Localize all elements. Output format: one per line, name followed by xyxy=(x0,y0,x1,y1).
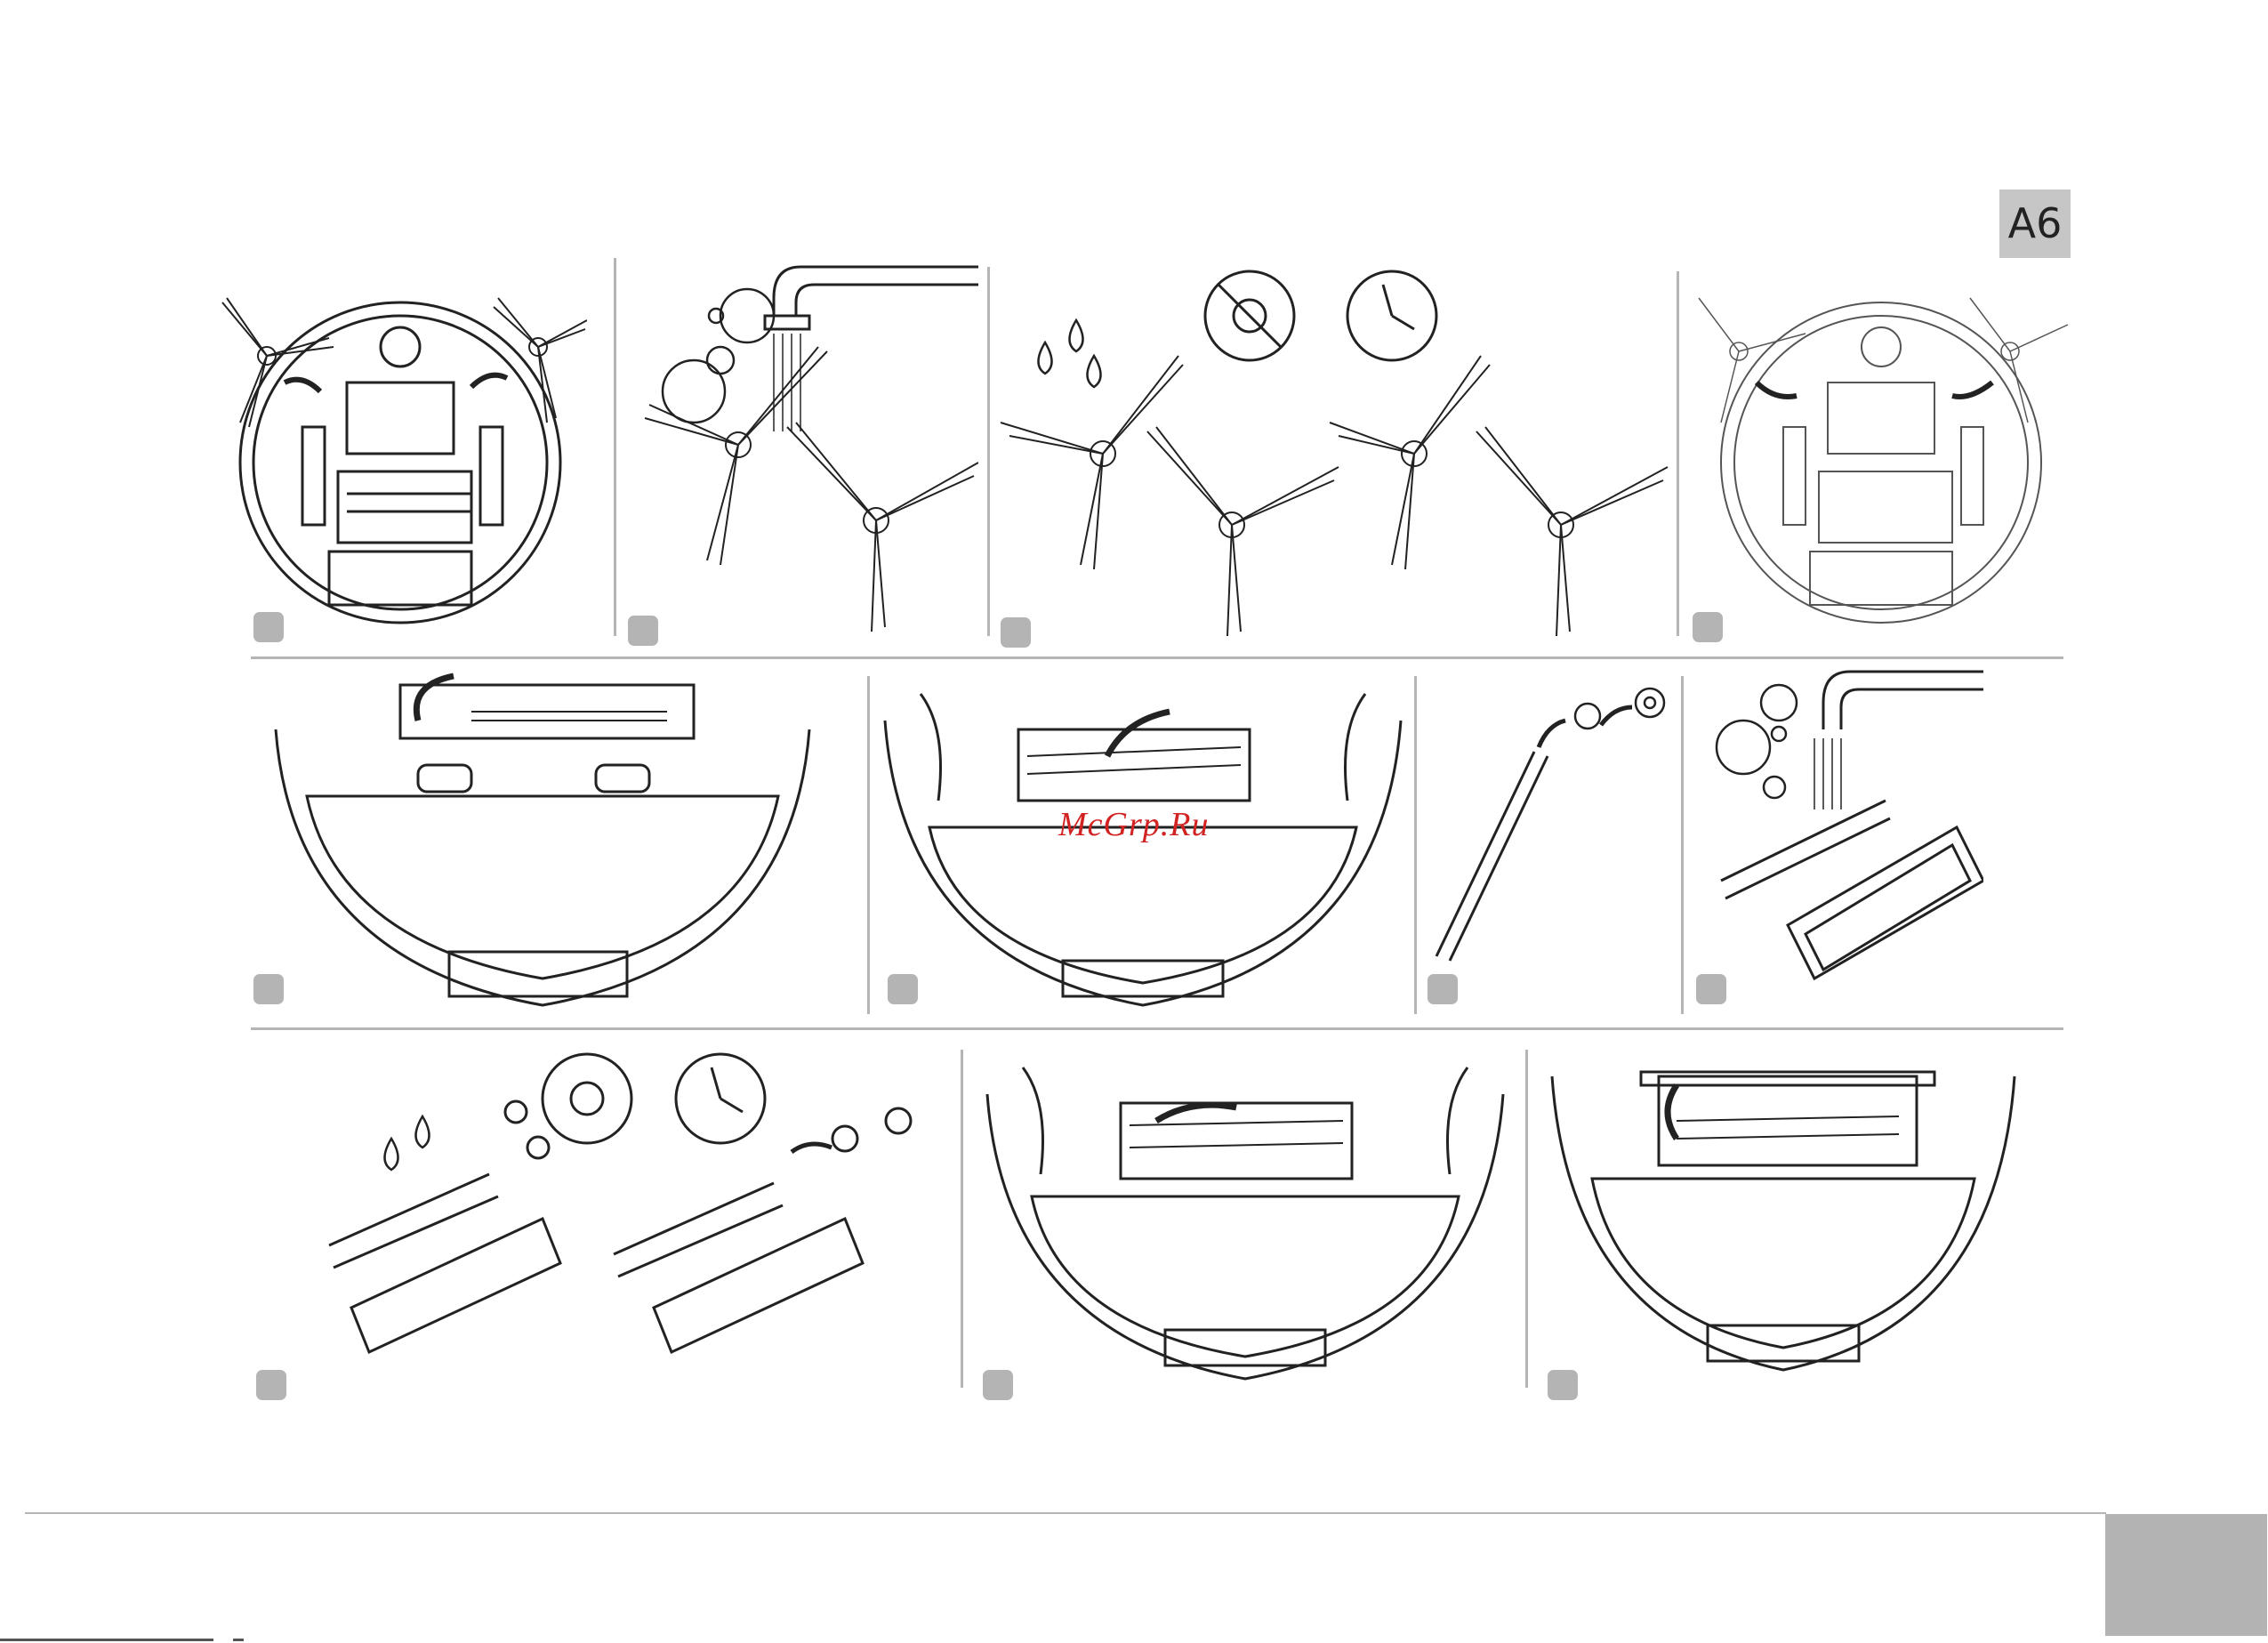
curved-arrow-icon xyxy=(1601,707,1632,725)
page-number-block xyxy=(2105,1514,2267,1636)
remove-brush-end-caps xyxy=(1419,681,1677,983)
col-divider-r2-3 xyxy=(1681,676,1684,1014)
dry-and-reassemble-main-brush xyxy=(311,1050,952,1379)
curved-arrow-icon xyxy=(1668,1085,1677,1139)
no-direct-sunlight-icon xyxy=(1205,271,1294,360)
rinse-main-brush xyxy=(1690,667,1983,1014)
close-main-brush-cover xyxy=(1543,1059,2023,1388)
row-divider-2 xyxy=(251,1027,2063,1030)
remove-main-brush xyxy=(876,676,1410,1014)
col-divider-r2-2 xyxy=(1414,676,1417,1014)
curved-arrow-icon xyxy=(1757,383,1797,397)
footer-rule xyxy=(25,1512,2106,1514)
step-marker xyxy=(256,1370,286,1400)
faucet-icon xyxy=(1823,672,1983,729)
water-drops-icon xyxy=(1039,320,1101,387)
wait-time-icon xyxy=(676,1054,765,1143)
curved-arrow-icon xyxy=(1107,712,1170,756)
col-divider-r3-1 xyxy=(961,1050,963,1388)
no-direct-sunlight-icon xyxy=(543,1054,631,1143)
row-divider-1 xyxy=(251,656,2063,659)
page-tag: A6 xyxy=(1999,189,2071,258)
insert-main-brush xyxy=(978,1059,1512,1388)
curved-arrow-icon xyxy=(471,375,507,387)
side-brush-2 xyxy=(787,423,978,632)
side-brush-1 xyxy=(645,347,827,565)
robot-underside-remove-side-brushes xyxy=(213,285,587,640)
water-drops-icon xyxy=(385,1116,430,1170)
faucet-icon xyxy=(765,267,978,329)
bottom-rule xyxy=(0,1639,213,1641)
side-brush-left xyxy=(222,298,334,427)
lift-main-brush-cover xyxy=(267,667,836,1014)
side-brush-right xyxy=(494,298,587,423)
curved-arrow-icon xyxy=(416,676,454,721)
curved-arrow-icon xyxy=(285,380,320,391)
col-divider-r1-3 xyxy=(1677,271,1679,636)
col-divider-r2-1 xyxy=(867,676,870,1014)
curved-arrow-icon xyxy=(792,1144,832,1152)
wait-time-icon xyxy=(1347,271,1436,360)
dry-side-brushes xyxy=(992,267,1677,640)
col-divider-r1-2 xyxy=(987,267,990,636)
curved-arrow-icon xyxy=(1156,1105,1236,1121)
curved-arrow-icon xyxy=(1539,721,1565,747)
col-divider-r1-1 xyxy=(614,258,616,636)
robot-underside-refit-side-brushes xyxy=(1685,285,2077,640)
col-divider-r3-2 xyxy=(1525,1050,1528,1388)
curved-arrow-icon xyxy=(1952,383,1992,397)
rinse-side-brushes xyxy=(623,262,978,636)
bottom-rule-short xyxy=(233,1639,244,1641)
watermark: McGrp.Ru xyxy=(1058,805,1209,844)
